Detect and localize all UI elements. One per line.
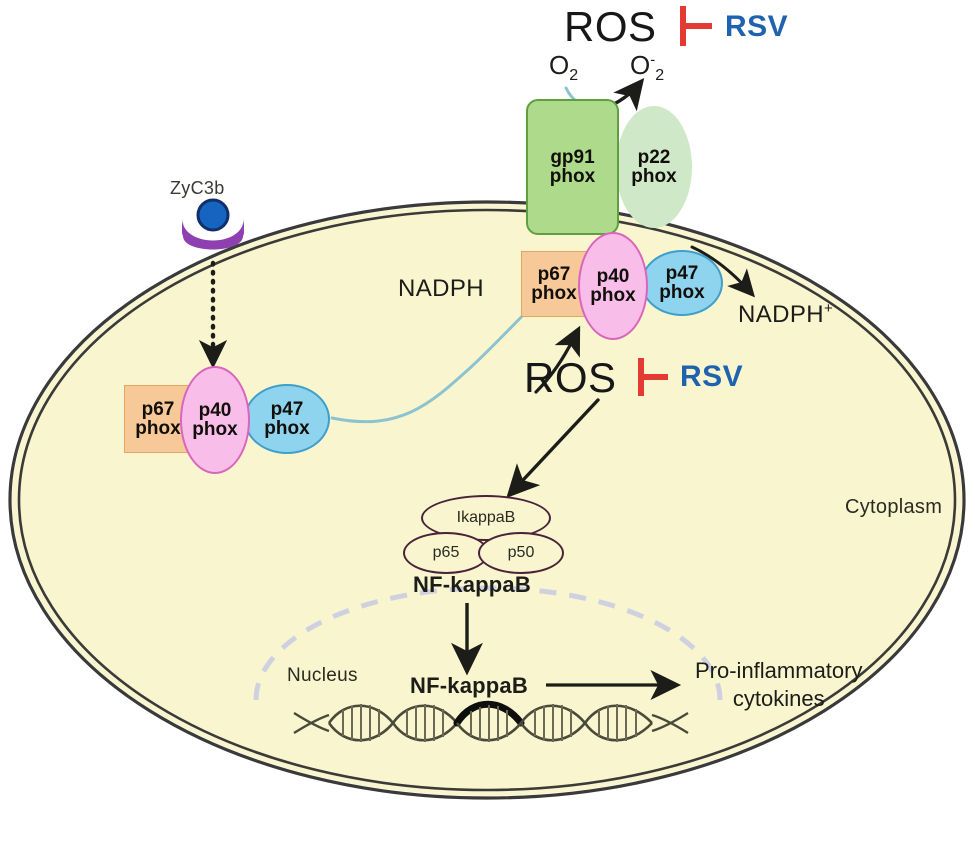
inhibition-bar-icon-top (680, 6, 712, 46)
cell-membrane-inner (17, 208, 957, 792)
ros-to-nfkb-arrow (506, 398, 600, 498)
superoxide-subscript: 2 (655, 67, 665, 85)
superoxide-superscript: - (650, 51, 656, 69)
nucleus-boundary (253, 585, 723, 701)
subunit-p22phox[interactable]: p22 phox (616, 106, 692, 228)
pro-inflammatory-cytokines-label: Pro-inflammatory cytokines (695, 657, 862, 712)
p22phox-line2: phox (631, 166, 677, 187)
p40phox-cytosolic-line2: phox (192, 419, 238, 440)
gp91phox-line2: phox (549, 166, 596, 187)
p47phox-cytosolic-line2: phox (264, 418, 310, 439)
nadph-product-label: NADPH+ (738, 300, 833, 329)
nfkb-p65-ellipse[interactable]: p65 (403, 532, 489, 574)
gp91phox-line1: gp91 (550, 146, 595, 168)
cytokines-line2: cytokines (732, 685, 825, 711)
subunit-p40phox-active[interactable]: p40 phox (578, 232, 648, 340)
subunit-p67phox-active[interactable]: p67 phox (521, 251, 587, 317)
receptor-cup-icon[interactable] (182, 218, 244, 250)
p50-label: p50 (507, 544, 535, 561)
nadph-product-text: NADPH (738, 301, 825, 328)
nfkb-nuclear-label: NF-kappaB (410, 673, 528, 698)
cell-membrane-outer (8, 200, 966, 800)
o2-label: O2 (549, 50, 578, 85)
subunit-gp91phox[interactable]: gp91 phox (526, 99, 619, 235)
superoxide-symbol: O (630, 50, 651, 80)
ros-label-middle: ROS (524, 354, 617, 401)
o2-subscript: 2 (569, 67, 579, 85)
p47phox-active-line2: phox (659, 282, 705, 303)
nadph-product-superscript: + (824, 300, 834, 317)
ros-label-top: ROS (564, 3, 657, 50)
nadph-substrate-label: NADPH (398, 275, 485, 302)
nadph-product-arrow (690, 245, 755, 298)
cytokines-line1: Pro-inflammatory (695, 658, 863, 683)
o2-symbol: O (549, 50, 570, 80)
p22phox-line1: p22 (637, 146, 671, 168)
p65-label: p65 (432, 544, 460, 561)
subunit-p47phox-cytosolic[interactable]: p47 phox (244, 384, 330, 454)
p40phox-cytosolic-line1: p40 (198, 399, 232, 421)
p67phox-active-line2: phox (531, 283, 577, 304)
nfkb-p50-ellipse[interactable]: p50 (478, 532, 564, 574)
superoxide-label: O-2 (630, 50, 664, 85)
zyc3b-label: ZyC3b (170, 178, 225, 198)
inhibition-bar-icon-middle (638, 358, 668, 396)
dna-double-helix-icon (293, 700, 689, 742)
p40phox-active-line1: p40 (596, 265, 630, 287)
p67phox-active-line1: p67 (537, 263, 571, 285)
p67phox-cytosolic-line2: phox (135, 418, 181, 439)
p47phox-active-line1: p47 (665, 262, 699, 284)
p47phox-cytosolic-line1: p47 (270, 398, 304, 420)
rsv-label-middle: RSV (680, 360, 744, 393)
p40phox-active-line2: phox (590, 285, 636, 306)
subunit-p40phox-cytosolic[interactable]: p40 phox (180, 366, 250, 474)
receptor-ligand-circle-icon[interactable] (196, 198, 230, 232)
subunit-p47phox-active[interactable]: p47 phox (641, 250, 723, 316)
cytoplasm-label: Cytoplasm (845, 496, 943, 518)
rsv-label-top: RSV (725, 10, 789, 43)
nucleus-label: Nucleus (287, 665, 358, 686)
ikappab-label: IkappaB (456, 509, 516, 526)
nfkb-complex-caption: NF-kappaB (413, 572, 531, 597)
p67phox-cytosolic-line1: p67 (141, 398, 175, 420)
ros-to-complex-arrow (534, 325, 581, 394)
